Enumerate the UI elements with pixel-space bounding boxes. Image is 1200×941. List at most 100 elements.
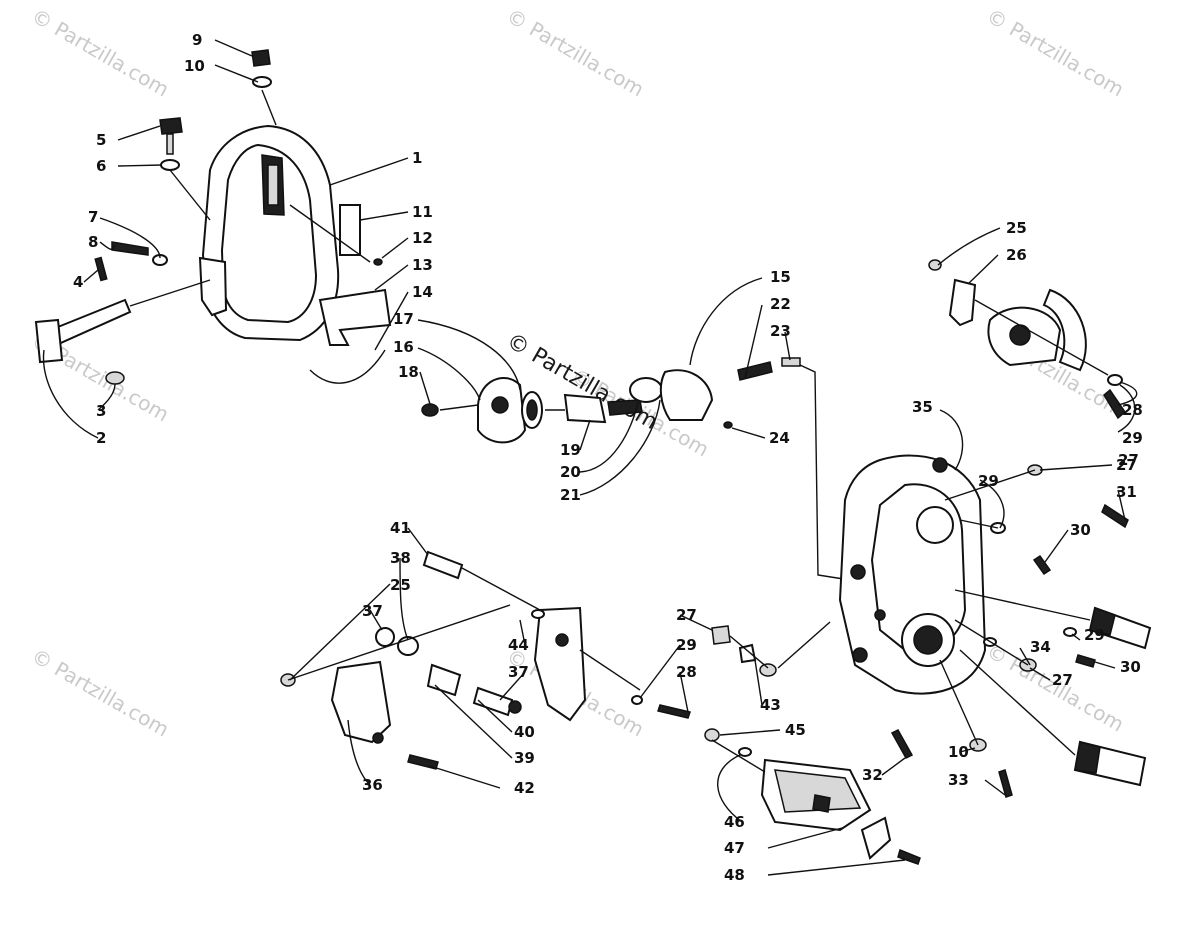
- part-number-label: 28: [1122, 401, 1143, 419]
- assembly-line: [439, 404, 479, 411]
- bolt: [897, 848, 921, 865]
- part-number-label: 41: [390, 519, 411, 537]
- part-number-label: 26: [1006, 246, 1027, 264]
- part-number-label: 33: [948, 771, 969, 789]
- assembly-line: [261, 89, 277, 126]
- plug: [159, 117, 183, 135]
- part-number-label: 43: [760, 696, 781, 714]
- spacer: [426, 663, 462, 697]
- cover-bracket: [318, 288, 392, 346]
- cap-washer: [252, 76, 272, 88]
- cover-flange: [198, 256, 228, 317]
- part-number-label: 10: [948, 743, 969, 761]
- chaincase-housing: [838, 454, 1152, 798]
- part-number-label: 17: [393, 310, 414, 328]
- tensioner-body: [563, 393, 607, 424]
- long-bolt: [890, 729, 914, 759]
- assembly-line: [729, 635, 769, 669]
- bushing: [375, 627, 395, 647]
- tensioner-bolt: [421, 403, 439, 417]
- bolt: [657, 704, 691, 719]
- part-number-label: 24: [769, 429, 790, 447]
- watermark: © Partzilla.com: [503, 4, 649, 102]
- part-labels: 9 10 5 6 1 11 12 13 14 7 8 4 2 3 15 22 2…: [73, 31, 1143, 884]
- assembly-line: [974, 299, 1109, 376]
- bracket-hole: [555, 633, 569, 647]
- lever-pivot: [812, 794, 831, 813]
- part-number-label: 27: [676, 606, 697, 624]
- part-number-label: 25: [390, 576, 411, 594]
- bracket-washer: [1107, 374, 1123, 386]
- part-number-label: 28: [676, 663, 697, 681]
- part-number-label: 13: [412, 256, 433, 274]
- plate-screw: [373, 258, 383, 266]
- part-number-label: 36: [362, 776, 383, 794]
- washer: [738, 747, 752, 757]
- upper-bore: [916, 506, 954, 544]
- leader-lines: [42, 39, 1138, 876]
- pivot-bolt: [422, 550, 464, 580]
- part-number-label: 8: [88, 233, 98, 251]
- watermark: © Partzilla.com: [983, 4, 1129, 102]
- clip: [738, 643, 757, 664]
- boss: [874, 609, 886, 621]
- part-number-label: 37: [362, 602, 383, 620]
- part-number-label: 3: [96, 402, 106, 420]
- part-number-label: 25: [1006, 219, 1027, 237]
- part-number-label: 29: [676, 636, 697, 654]
- part-number-label: 40: [514, 723, 535, 741]
- bracket-nut: [928, 259, 942, 271]
- assembly-line: [959, 649, 1076, 756]
- plug-washer: [160, 159, 180, 171]
- part-number-label: 37: [508, 663, 529, 681]
- bracket-right: [533, 606, 587, 722]
- boss: [852, 647, 868, 663]
- adjuster-pin: [781, 357, 801, 367]
- part-number-label: 20: [560, 463, 581, 481]
- spacer: [472, 686, 514, 717]
- assembly-line: [959, 519, 999, 529]
- part-number-label: 18: [398, 363, 419, 381]
- part-number-label: 27: [1118, 451, 1139, 469]
- part-number-label: 9: [192, 31, 202, 49]
- boss: [932, 457, 948, 473]
- part-number-label: 30: [1070, 521, 1091, 539]
- assembly-line: [799, 364, 851, 581]
- brake-disc-assembly: [928, 259, 1126, 420]
- part-number-label: 7: [88, 208, 98, 226]
- assembly-line: [777, 621, 831, 669]
- assembly-line: [579, 649, 641, 691]
- watermark: © Partzilla.com: [28, 644, 174, 742]
- part-number-label: 44: [508, 636, 529, 654]
- part-number-label: 12: [412, 229, 433, 247]
- part-number-label: 45: [785, 721, 806, 739]
- part-number-label: 19: [560, 441, 581, 459]
- nut: [759, 663, 777, 677]
- tensioner-assembly: [421, 357, 851, 581]
- part-number-label: 39: [514, 749, 535, 767]
- bracket-left: [330, 660, 392, 744]
- part-number-label: 15: [770, 268, 791, 286]
- output-shaft-spline: [1074, 741, 1101, 774]
- part-number-label: 5: [96, 131, 106, 149]
- part-number-label: 29: [978, 472, 999, 490]
- part-number-label: 31: [1116, 483, 1137, 501]
- assembly-line: [129, 279, 211, 307]
- assembly-line: [939, 659, 979, 746]
- part-number-label: 11: [412, 203, 433, 221]
- watermark: © Partzilla.com: [28, 4, 174, 102]
- lever-plate: [860, 816, 892, 860]
- roll-pin: [94, 256, 108, 282]
- tensioner-spring: [607, 399, 643, 416]
- washer: [631, 695, 643, 705]
- part-number-label: 32: [862, 766, 883, 784]
- part-number-label: 21: [560, 486, 581, 504]
- part-number-label: 29: [1122, 429, 1143, 447]
- assembly-line: [169, 169, 211, 221]
- part-number-label: 1: [412, 149, 422, 167]
- part-number-label: 16: [393, 338, 414, 356]
- adjuster-spring: [737, 361, 773, 381]
- boss: [850, 564, 866, 580]
- bracket-hole: [372, 732, 384, 744]
